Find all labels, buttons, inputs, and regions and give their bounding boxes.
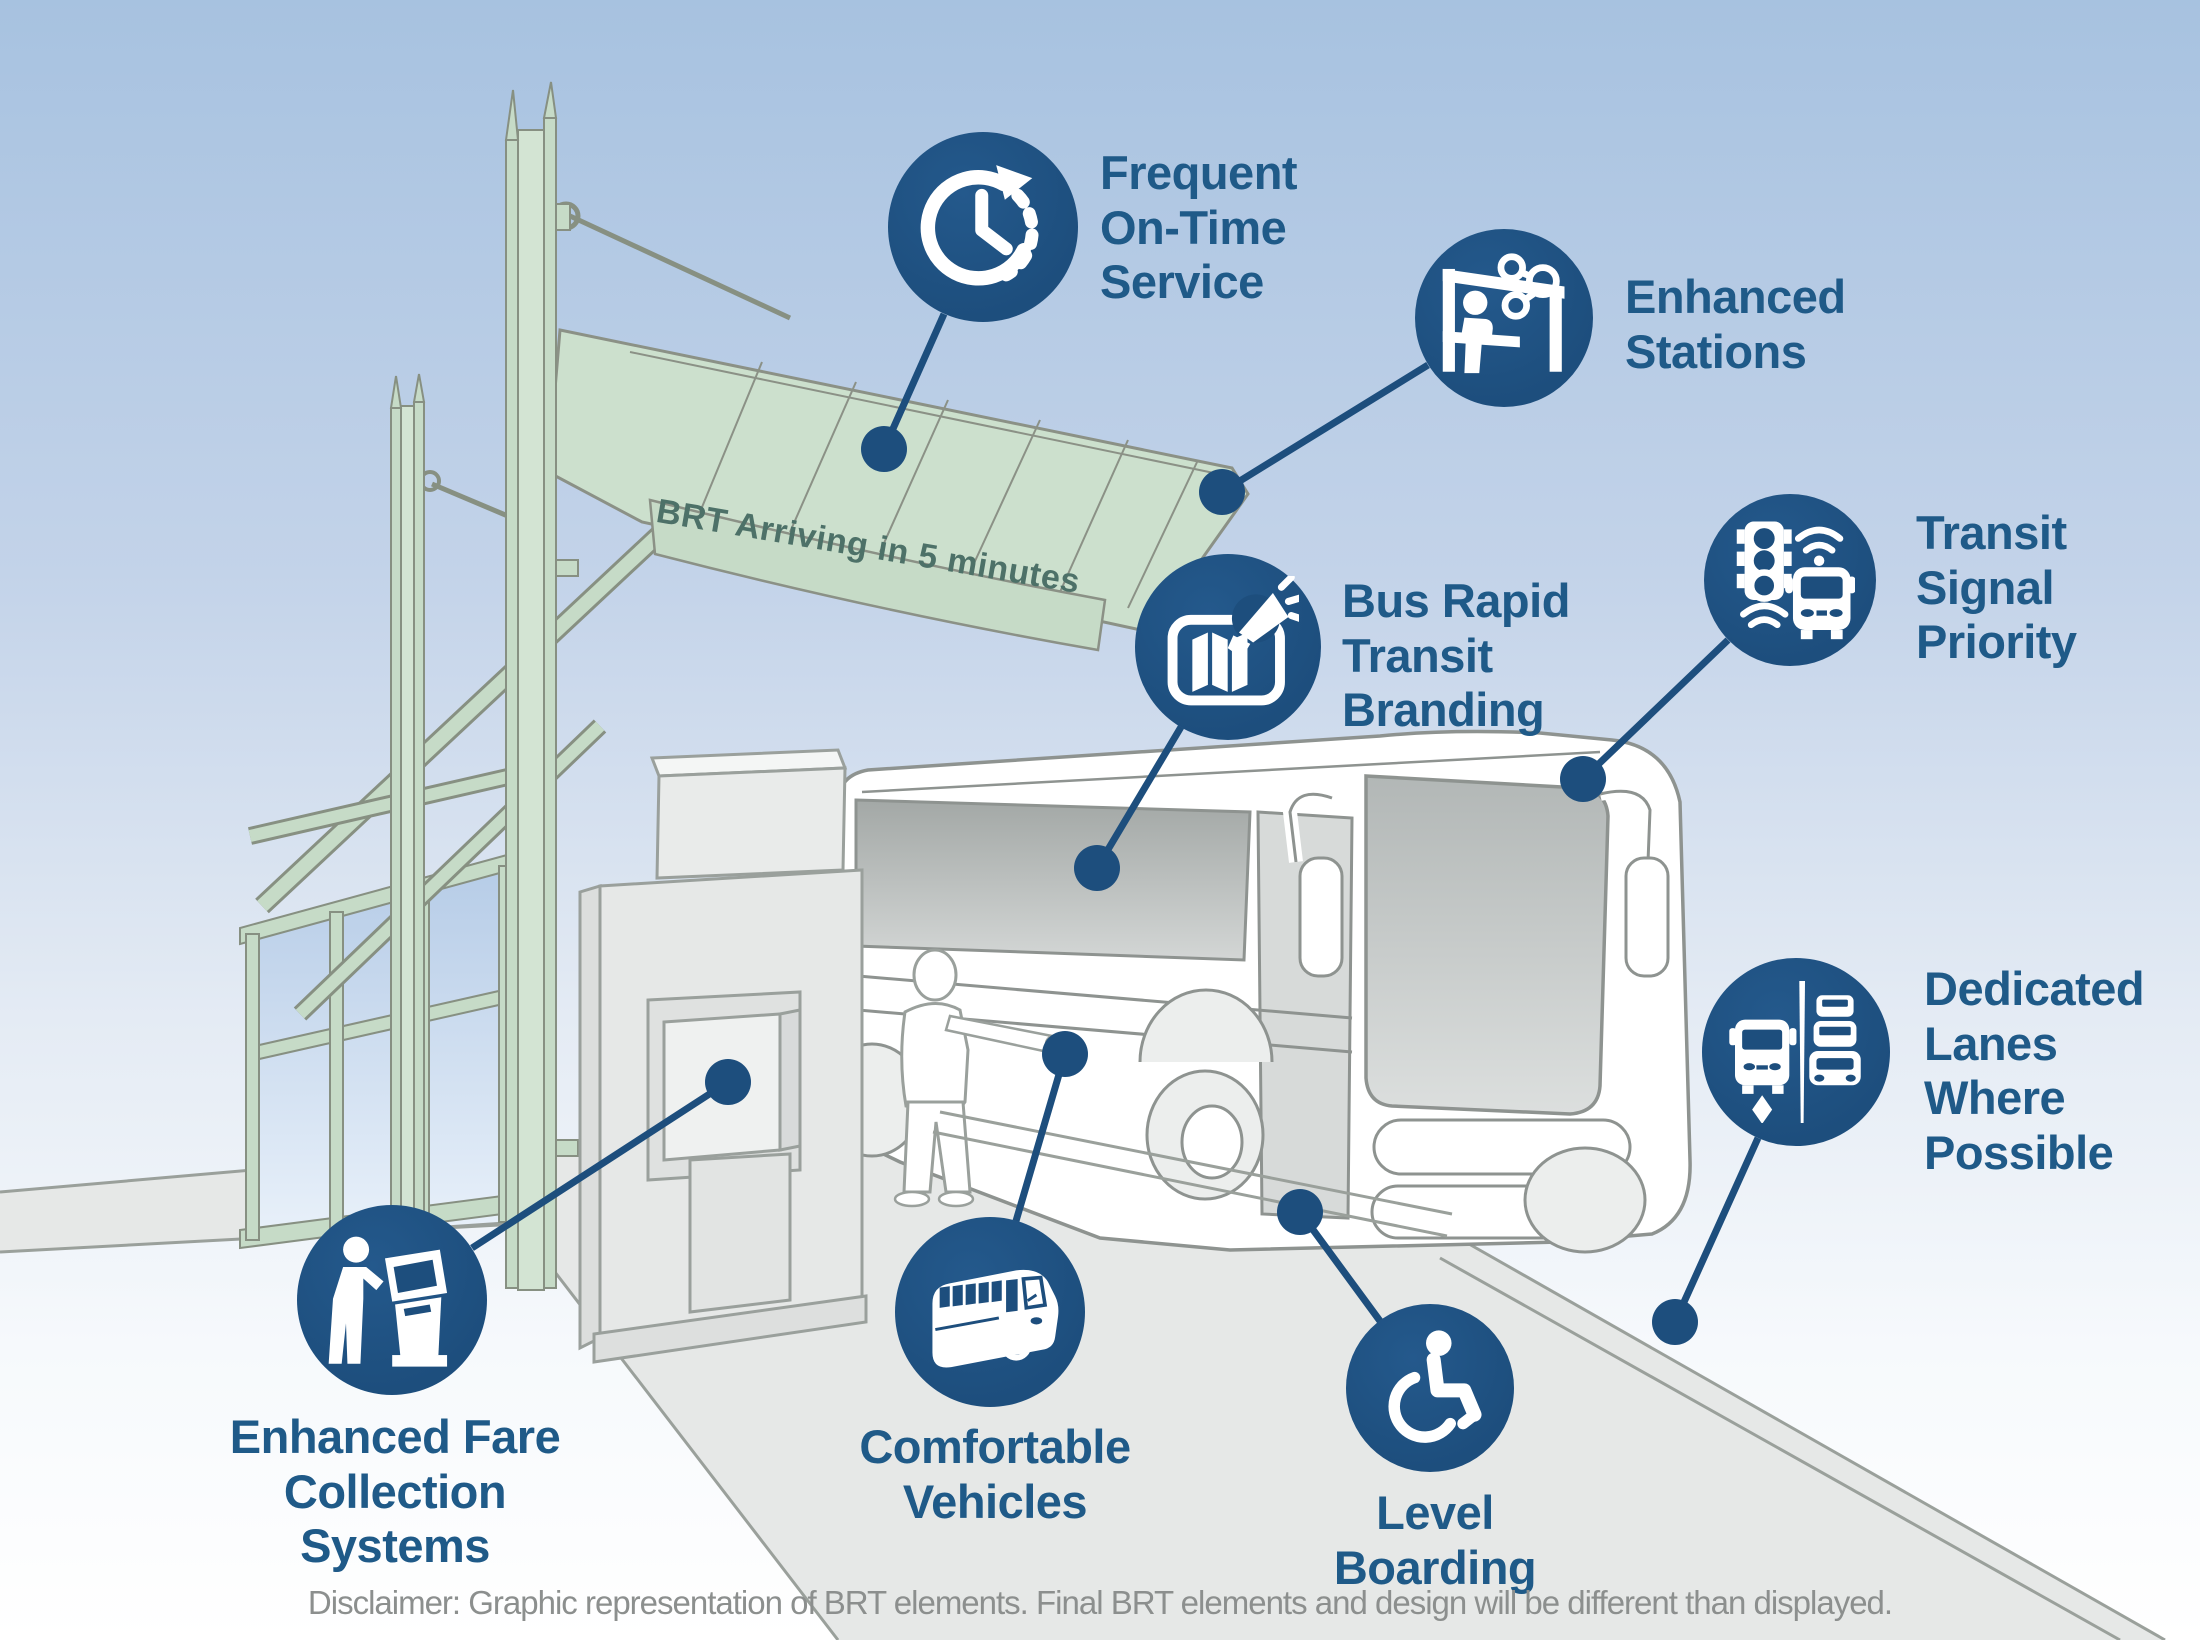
platform-left-edge [516, 1223, 840, 1640]
station-shelter-icon [1443, 253, 1565, 374]
station-canopy [546, 328, 1250, 652]
callout-label-dedicated-lanes: Dedicated Lanes Where Possible [1924, 962, 2145, 1179]
bus-right-mirror [1624, 856, 1670, 978]
callout-anchor-dots [705, 426, 1698, 1345]
callout-connectors [470, 312, 1762, 1324]
callout-label-enhanced-stations: Enhanced Stations [1625, 270, 1846, 378]
callout-comfortable-vehicles [895, 1217, 1085, 1407]
bus-windshield [1364, 774, 1610, 1116]
bus-illustration [820, 729, 1692, 1254]
bus-side-window [854, 798, 1252, 962]
bus-front-wheel [1523, 1146, 1647, 1254]
callout-frequent-on-time-service [888, 132, 1078, 322]
coach-bus-icon [932, 1269, 1059, 1368]
callout-bus-rapid-transit-branding [1135, 554, 1321, 740]
station-kiosk [578, 748, 868, 1364]
bus-lane-traffic-icon [1728, 980, 1861, 1124]
callout-dedicated-lanes [1702, 958, 1890, 1146]
disclaimer-text: Disclaimer: Graphic representation of BR… [307, 1584, 1893, 1621]
station-masts [389, 81, 579, 1291]
wheelchair-icon [1388, 1330, 1482, 1443]
callout-label-level-boarding: Level Boarding [1333, 1486, 1537, 1594]
canopy-fascia [648, 498, 1107, 652]
callout-label-frequent-on-time-service: Frequent On-Time Service [1100, 146, 1298, 309]
callout-transit-signal-priority [1704, 494, 1876, 666]
traffic-signal-bus-icon [1736, 521, 1856, 639]
platform-edge-lines [932, 1110, 1453, 1238]
callout-level-boarding [1346, 1304, 1514, 1472]
fare-kiosk-person-icon [328, 1236, 447, 1367]
callout-label-bus-rapid-transit-branding: Bus Rapid Transit Branding [1342, 574, 1570, 737]
canopy-cable [568, 213, 792, 321]
curb-line-inner [1439, 1256, 2121, 1640]
clock-arrow-icon [920, 164, 1039, 286]
bus-left-mirror [1298, 856, 1344, 978]
map-megaphone-icon [1167, 576, 1299, 706]
callout-enhanced-stations [1415, 229, 1593, 407]
curb-line-outer [1461, 1238, 2166, 1640]
passenger-figure [893, 948, 1064, 1208]
callout-enhanced-fare-collection [297, 1205, 487, 1395]
callout-label-transit-signal-priority: Transit Signal Priority [1916, 506, 2077, 669]
callout-label-comfortable-vehicles: Comfortable Vehicles [859, 1420, 1131, 1528]
station-glass-wall [239, 850, 519, 1250]
callout-label-enhanced-fare-collection: Enhanced Fare Collection Systems [229, 1410, 561, 1573]
